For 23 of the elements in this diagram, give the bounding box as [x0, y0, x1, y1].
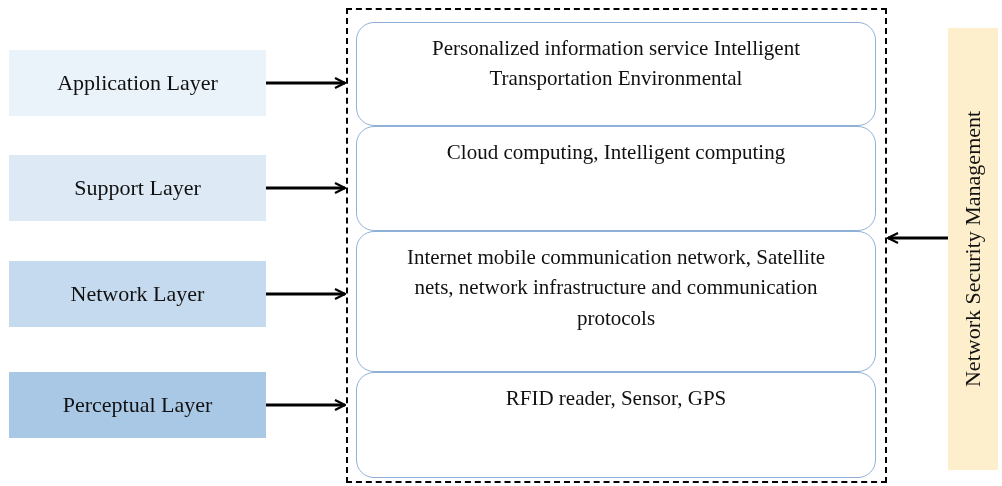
- node-label: Application Layer: [57, 69, 218, 98]
- node-label: Support Layer: [74, 174, 201, 203]
- side-panel: [948, 28, 998, 470]
- arrow: [266, 76, 347, 90]
- node-label: Perceptual Layer: [62, 391, 213, 420]
- node-label: Network Layer: [70, 280, 205, 309]
- node-label: Cloud computing, Intelligent computing: [446, 139, 786, 166]
- vertical-label: Network Security Management: [959, 110, 987, 388]
- arrow: [266, 287, 347, 301]
- arrow: [266, 398, 347, 412]
- layer-box: [9, 155, 266, 221]
- node-label: Internet mobile communication network, Satellite nets, network infrastructure and communication protocols: [405, 244, 827, 332]
- rounded-box: [356, 372, 876, 478]
- node-label: RFID reader, Sensor, GPS: [505, 385, 727, 412]
- rounded-box: [356, 126, 876, 231]
- layer-box: [9, 372, 266, 438]
- dashed-frame: [346, 8, 887, 483]
- node-label: Personalized information service Intelligent Transportation Environmental: [431, 35, 801, 93]
- rounded-box: [356, 22, 876, 126]
- rounded-box: [356, 231, 876, 372]
- layer-box: [9, 261, 266, 327]
- arrow: [266, 181, 347, 195]
- layer-box: [9, 50, 266, 116]
